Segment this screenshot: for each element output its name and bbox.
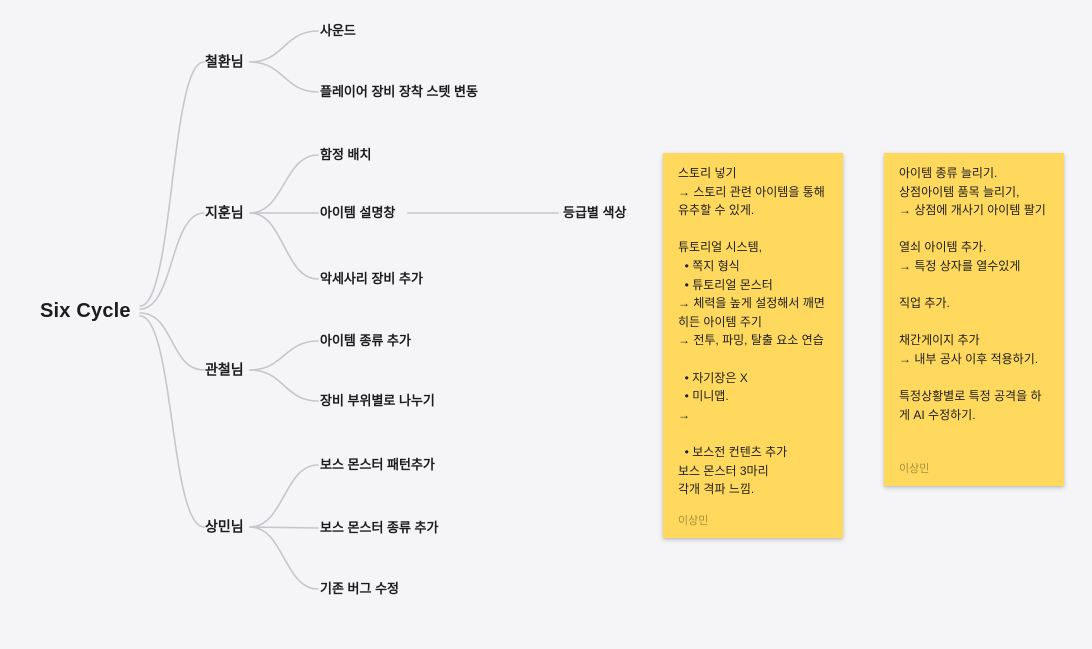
sticky-note-items-ai[interactable]: 아이템 종류 늘리기. 상점아이템 품목 늘리기, → 상점에 개사기 아이템 …: [884, 153, 1064, 486]
leaf-node-gear-by-part[interactable]: 장비 부위별로 나누기: [320, 393, 435, 409]
sticky-note-story-tutorial[interactable]: 스토리 넣기 → 스토리 관련 아이템을 통해 유추할 수 있게. 튜토리얼 시…: [663, 153, 843, 538]
leaf-node-item-kinds[interactable]: 아이템 종류 추가: [320, 333, 411, 349]
leaf-node-trap-placement[interactable]: 함정 배치: [320, 147, 372, 163]
connector-sangmin-bosskind: [249, 526, 319, 529]
leaf-node-grade-color[interactable]: 등급별 색상: [563, 205, 627, 221]
connector-root-gwancheol: [139, 312, 205, 371]
branch-node-cheolhwan[interactable]: 철환님: [205, 53, 244, 70]
connector-cheolhwan-sound: [249, 30, 319, 63]
connector-root-sangmin: [139, 315, 205, 528]
leaf-node-boss-pattern[interactable]: 보스 몬스터 패턴추가: [320, 457, 435, 473]
leaf-node-sound[interactable]: 사운드: [320, 23, 356, 39]
node-item-tooltip[interactable]: 아이템 설명창: [320, 205, 396, 221]
connector-root-jihoon: [139, 212, 205, 310]
connector-sangmin-bosspattern: [249, 464, 319, 528]
connector-jihoon-accessory: [249, 212, 319, 280]
connector-gwancheol-gearpart: [249, 369, 319, 402]
sticky-note-text: 아이템 종류 늘리기. 상점아이템 품목 늘리기, → 상점에 개사기 아이템 …: [899, 166, 1046, 422]
branch-node-jihoon[interactable]: 지훈님: [205, 204, 244, 221]
branch-node-sangmin[interactable]: 상민님: [205, 518, 244, 535]
sticky-note-author: 이상민: [678, 515, 709, 527]
leaf-node-player-equip-stat[interactable]: 플레이어 장비 장착 스텟 변동: [320, 84, 478, 100]
leaf-node-bug-fix[interactable]: 기존 버그 수정: [320, 581, 399, 597]
leaf-node-accessory-equip[interactable]: 악세사리 장비 추가: [320, 271, 423, 287]
connector-root-cheolhwan: [139, 61, 205, 307]
sticky-note-text: 스토리 넣기 → 스토리 관련 아이템을 통해 유추할 수 있게. 튜토리얼 시…: [678, 166, 825, 497]
connector-gwancheol-itemkind: [249, 340, 319, 371]
sticky-note-author: 이상민: [899, 463, 930, 475]
mindmap-root-node[interactable]: Six Cycle: [40, 300, 131, 322]
branch-node-gwancheol[interactable]: 관철님: [205, 361, 244, 378]
connector-cheolhwan-equip: [249, 61, 319, 93]
leaf-node-boss-kinds[interactable]: 보스 몬스터 종류 추가: [320, 520, 439, 536]
connector-jihoon-trap: [249, 154, 319, 214]
connector-sangmin-bugfix: [249, 526, 319, 590]
